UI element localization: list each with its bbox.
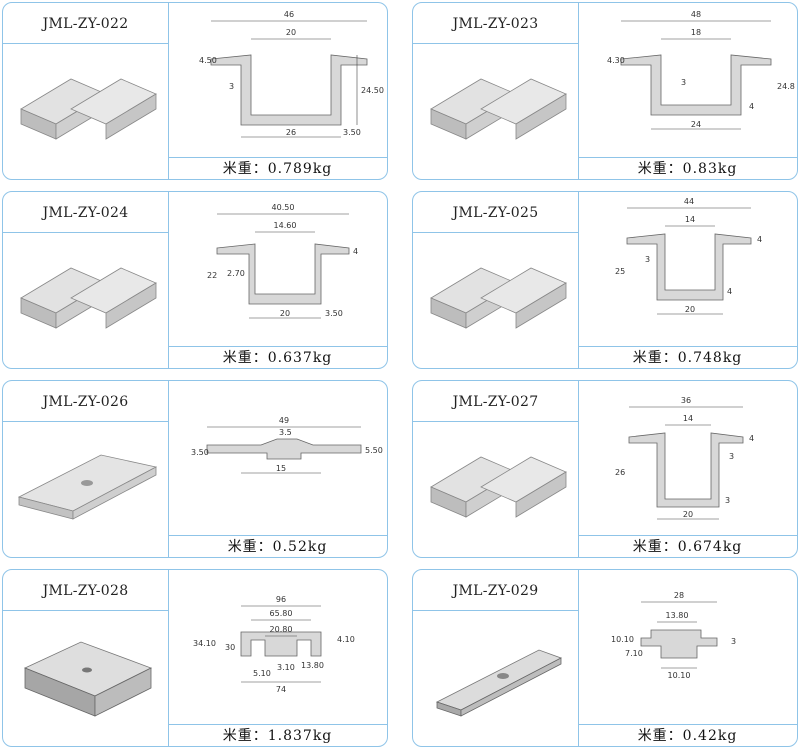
svg-text:3: 3 — [731, 637, 736, 646]
svg-text:24.50: 24.50 — [361, 86, 384, 95]
product-card-028: JML-ZY-028 96 65.80 20.80 13.80 74 34.10… — [2, 569, 388, 747]
svg-text:3.50: 3.50 — [325, 309, 343, 318]
svg-text:20: 20 — [286, 28, 296, 37]
svg-text:20.80: 20.80 — [270, 625, 293, 634]
svg-text:24: 24 — [691, 120, 701, 129]
svg-text:40.50: 40.50 — [272, 203, 295, 212]
svg-text:14: 14 — [683, 414, 693, 423]
svg-text:4.50: 4.50 — [199, 56, 217, 65]
product-3d-image — [430, 456, 567, 518]
svg-text:44: 44 — [684, 197, 694, 206]
svg-text:4: 4 — [757, 235, 762, 244]
svg-text:4: 4 — [353, 247, 358, 256]
svg-text:2.70: 2.70 — [227, 269, 245, 278]
svg-text:4: 4 — [727, 287, 732, 296]
profile-drawing: 28 13.80 10.10 10.10 7.10 3 — [611, 591, 736, 680]
svg-text:4.30: 4.30 — [607, 56, 625, 65]
svg-text:15: 15 — [276, 464, 286, 473]
product-weight: 米重：0.674kg — [632, 539, 743, 555]
svg-text:7.10: 7.10 — [625, 649, 643, 658]
svg-text:5.50: 5.50 — [365, 446, 383, 455]
product-card-027: JML-ZY-027 36 14 20 26 4 3 3 米重：0.674kg — [412, 380, 798, 558]
svg-text:20: 20 — [683, 510, 693, 519]
svg-text:74: 74 — [276, 685, 286, 694]
product-weight: 米重：0.42kg — [637, 728, 738, 744]
product-weight: 米重：0.52kg — [227, 539, 328, 555]
svg-text:26: 26 — [286, 128, 296, 137]
svg-text:48: 48 — [691, 10, 701, 19]
svg-text:20: 20 — [685, 305, 695, 314]
svg-text:28: 28 — [674, 591, 684, 600]
svg-text:18: 18 — [691, 28, 701, 37]
svg-text:14.60: 14.60 — [274, 221, 297, 230]
product-code: JML-ZY-024 — [42, 205, 129, 221]
svg-text:3: 3 — [725, 496, 730, 505]
svg-text:10.10: 10.10 — [611, 635, 634, 644]
svg-text:14: 14 — [685, 215, 695, 224]
svg-text:13.80: 13.80 — [666, 611, 689, 620]
svg-text:13.80: 13.80 — [301, 661, 324, 670]
svg-text:24.80: 24.80 — [777, 82, 795, 91]
product-weight: 米重：0.789kg — [222, 161, 333, 177]
svg-text:4.10: 4.10 — [337, 635, 355, 644]
product-card-026: JML-ZY-026 49 15 3.50 5.50 3.5 米重：0.52kg — [2, 380, 388, 558]
svg-text:34.10: 34.10 — [193, 639, 216, 648]
product-weight: 米重：1.837kg — [222, 728, 333, 744]
product-card-024: JML-ZY-024 40.50 14.60 20 22 4 2.70 3.50… — [2, 191, 388, 369]
product-code: JML-ZY-023 — [452, 16, 539, 32]
product-3d-image — [435, 649, 562, 717]
svg-text:3.50: 3.50 — [191, 448, 209, 457]
svg-text:46: 46 — [284, 10, 294, 19]
svg-text:25: 25 — [615, 267, 625, 276]
svg-text:3.50: 3.50 — [343, 128, 361, 137]
product-3d-image — [20, 267, 157, 329]
profile-drawing: 40.50 14.60 20 22 4 2.70 3.50 — [207, 203, 358, 319]
profile-drawing: 96 65.80 20.80 13.80 74 34.10 30 4.10 5.… — [193, 595, 355, 694]
svg-text:26: 26 — [615, 468, 625, 477]
profile-drawing: 36 14 20 26 4 3 3 — [615, 396, 754, 520]
product-code: JML-ZY-022 — [42, 16, 129, 32]
product-card-025: JML-ZY-025 44 14 20 25 4 3 4 米重：0.748kg — [412, 191, 798, 369]
profile-drawing: 46 20 26 24.50 4.50 3 3.50 — [199, 10, 384, 138]
product-card-023: JML-ZY-023 48 18 24 24.80 4.30 3 4 米重：0.… — [412, 2, 798, 180]
product-weight: 米重：0.748kg — [632, 350, 743, 366]
svg-text:3.10: 3.10 — [277, 663, 295, 672]
product-card-022: JML-ZY-022 46 20 26 24.50 4.50 3 3.50 米重… — [2, 2, 388, 180]
svg-text:10.10: 10.10 — [668, 671, 691, 680]
product-3d-image — [430, 78, 567, 140]
svg-text:3: 3 — [681, 78, 686, 87]
product-code: JML-ZY-029 — [452, 583, 539, 599]
svg-text:20: 20 — [280, 309, 290, 318]
profile-drawing: 48 18 24 24.80 4.30 3 4 — [607, 10, 795, 130]
svg-text:4: 4 — [749, 102, 754, 111]
svg-text:3: 3 — [729, 452, 734, 461]
product-3d-image — [20, 78, 157, 140]
svg-text:65.80: 65.80 — [270, 609, 293, 618]
svg-text:3: 3 — [645, 255, 650, 264]
product-3d-image — [430, 267, 567, 329]
profile-drawing: 49 15 3.50 5.50 3.5 — [191, 416, 383, 474]
product-weight: 米重：0.637kg — [222, 350, 333, 366]
product-card-029: JML-ZY-029 28 13.80 10.10 10.10 7.10 3 米… — [412, 569, 798, 747]
profile-drawing: 44 14 20 25 4 3 4 — [615, 197, 762, 315]
product-weight: 米重：0.83kg — [637, 161, 738, 177]
svg-text:3: 3 — [229, 82, 234, 91]
svg-text:49: 49 — [279, 416, 289, 425]
product-code: JML-ZY-026 — [42, 394, 129, 410]
product-code: JML-ZY-028 — [42, 583, 129, 599]
svg-text:30: 30 — [225, 643, 235, 652]
product-3d-image — [17, 454, 158, 520]
svg-text:96: 96 — [276, 595, 286, 604]
svg-text:3.5: 3.5 — [279, 428, 292, 437]
product-3d-image — [23, 641, 153, 717]
svg-text:36: 36 — [681, 396, 691, 405]
svg-text:22: 22 — [207, 271, 217, 280]
svg-text:5.10: 5.10 — [253, 669, 271, 678]
svg-text:4: 4 — [749, 434, 754, 443]
product-code: JML-ZY-027 — [452, 394, 539, 410]
product-code: JML-ZY-025 — [452, 205, 539, 221]
